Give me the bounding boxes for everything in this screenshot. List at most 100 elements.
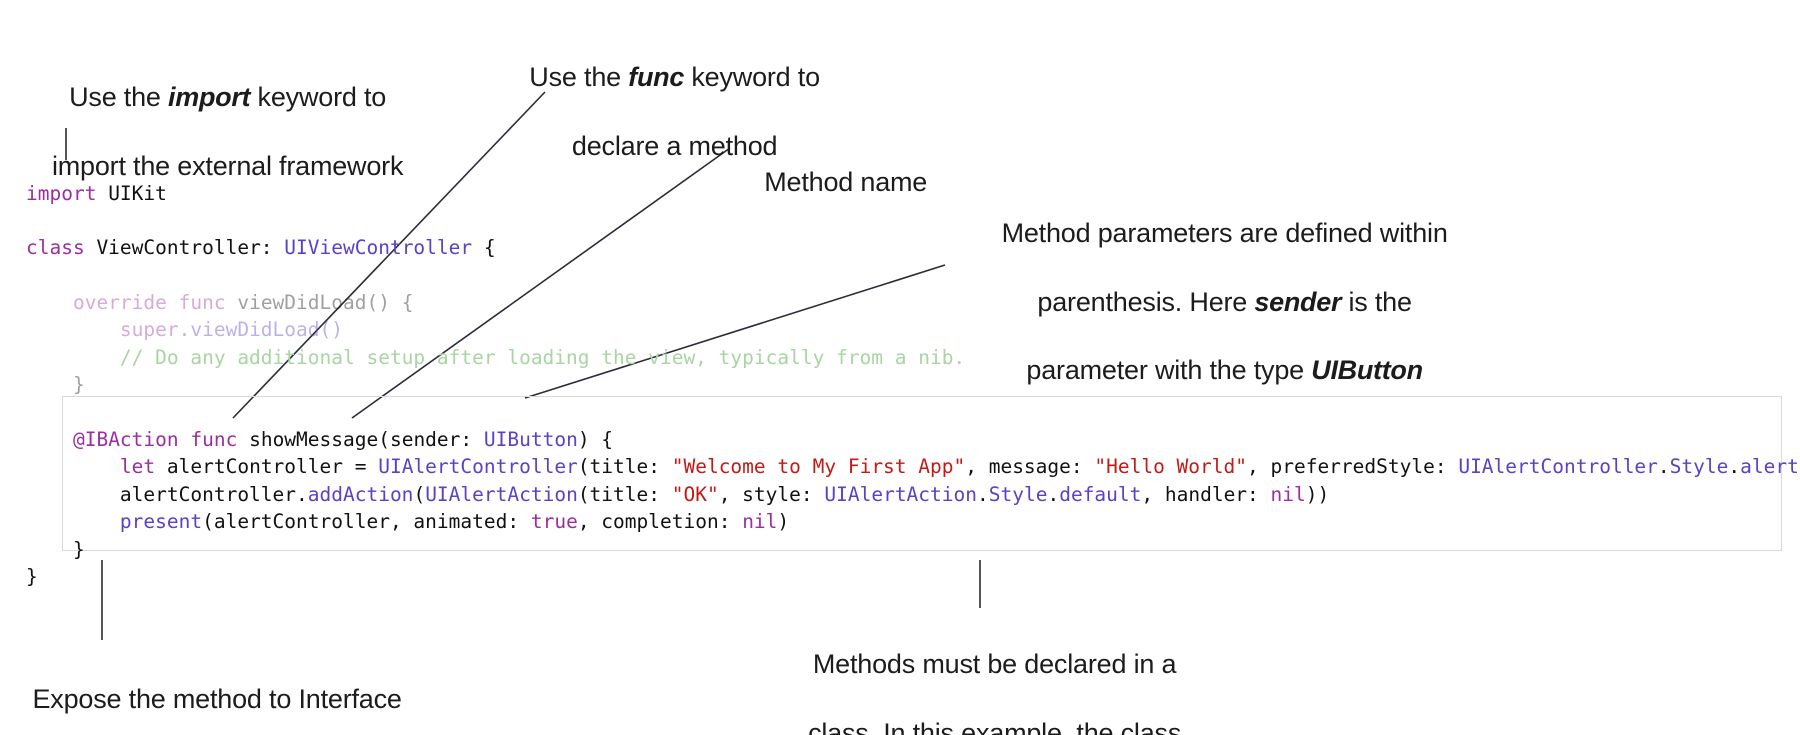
code-token: viewDidLoad() { xyxy=(225,291,414,315)
code-token: UIButton xyxy=(483,428,578,452)
code-token: nil xyxy=(1270,482,1306,506)
code-token: ) xyxy=(777,510,790,534)
code-token: } xyxy=(26,537,85,561)
code-token: , preferredStyle: xyxy=(1247,455,1459,479)
code-token xyxy=(26,318,120,341)
annotation-method-name: Method name xyxy=(735,131,1035,234)
code-token: .viewDidLoad() xyxy=(178,318,343,342)
code-line: // Do any additional setup after loading… xyxy=(26,344,1786,371)
code-line xyxy=(26,207,1786,234)
code-token: Style xyxy=(1669,455,1729,479)
code-token: true xyxy=(530,510,578,534)
code-token xyxy=(26,428,73,451)
code-token: { xyxy=(472,236,496,260)
annotation-func-keyword: func xyxy=(628,62,685,93)
code-token: // Do any additional setup after loading… xyxy=(119,345,966,369)
code-token: "Hello World" xyxy=(1094,455,1247,479)
code-token: alert xyxy=(1740,455,1799,479)
code-token: showMessage(sender: xyxy=(237,428,484,452)
code-token: UIKit xyxy=(96,181,167,205)
code-token: ViewController: xyxy=(84,236,285,260)
code-line: import UIKit xyxy=(26,180,1786,207)
code-token: . xyxy=(977,482,989,506)
code-token xyxy=(26,510,120,533)
code-token: . xyxy=(1657,455,1670,479)
code-token: super xyxy=(119,318,179,342)
annotation-class: Methods must be declared in a class. In … xyxy=(770,613,1190,735)
code-token: alertController. xyxy=(26,482,308,506)
code-token: UIViewController xyxy=(284,236,473,260)
code-token: , style: xyxy=(718,482,825,506)
code-token: (title: xyxy=(577,482,672,506)
annotation-import-keyword: import xyxy=(168,82,251,113)
code-token: UIAlertController xyxy=(1458,455,1658,479)
annotation-parameters: Method parameters are defined within par… xyxy=(955,182,1465,422)
code-token xyxy=(26,346,120,369)
code-line: present(alertController, animated: true,… xyxy=(26,508,1786,535)
code-line: alertController.addAction(UIAlertAction(… xyxy=(26,481,1786,508)
code-token: present xyxy=(119,510,203,534)
annotation-func-text-a: Use the xyxy=(529,62,629,93)
code-token: alertController = xyxy=(155,455,379,479)
annotation-func: Use the func keyword to declare a method xyxy=(495,26,825,197)
code-token: nil xyxy=(742,510,778,534)
code-line xyxy=(26,399,1786,426)
annotation-import: Use the import keyword to import the ext… xyxy=(18,46,408,217)
annotation-func-text-b: keyword to xyxy=(684,62,820,93)
code-line xyxy=(26,262,1786,289)
annotation-parameters-text-a: parenthesis. Here xyxy=(1037,286,1255,317)
code-token: , message: xyxy=(965,455,1095,479)
code-token: (title: xyxy=(577,455,672,479)
code-token xyxy=(26,455,120,478)
code-token: . xyxy=(1728,455,1741,479)
code-line: class ViewController: UIViewController { xyxy=(26,234,1786,261)
code-token: Style xyxy=(988,482,1048,506)
code-token: )) xyxy=(1305,482,1330,506)
code-token: , handler: xyxy=(1141,482,1271,506)
code-token: } xyxy=(26,373,85,397)
code-line: @IBAction func showMessage(sender: UIBut… xyxy=(26,426,1786,453)
code-token: UIAlertAction xyxy=(425,482,578,506)
code-token: UIAlertAction xyxy=(824,482,977,506)
code-line: } xyxy=(26,371,1786,398)
code-token: default xyxy=(1059,482,1142,506)
highlighted-code-box xyxy=(62,396,1782,551)
annotation-parameters-text-b: is the xyxy=(1341,286,1412,317)
annotation-method-name-text: Method name xyxy=(764,167,928,198)
code-line: } xyxy=(26,536,1786,563)
annotation-ibaction: Expose the method to Interface Builder u… xyxy=(0,648,405,735)
code-block: import UIKit class ViewController: UIVie… xyxy=(26,180,1800,591)
code-token: (alertController, animated: xyxy=(202,510,531,534)
annotation-import-text-b: keyword to xyxy=(250,82,387,113)
code-token: ) xyxy=(1799,455,1800,478)
code-token: , completion: xyxy=(577,510,743,534)
annotation-func-text-c: declare a method xyxy=(571,130,778,161)
code-line: super.viewDidLoad() xyxy=(26,316,1786,343)
annotation-ibaction-line1: Expose the method to Interface xyxy=(32,684,402,715)
code-token: addAction xyxy=(307,482,414,506)
code-line: let alertController = UIAlertController(… xyxy=(26,453,1800,480)
code-token: override func xyxy=(72,291,226,315)
code-token xyxy=(26,291,73,314)
code-token: "Welcome to My First App" xyxy=(671,455,966,479)
code-token: UIAlertController xyxy=(378,455,578,479)
code-line: override func viewDidLoad() { xyxy=(26,289,1786,316)
annotation-class-line2: class. In this example, the class xyxy=(808,717,1182,735)
code-token: "OK" xyxy=(671,482,719,506)
annotation-class-line1: Methods must be declared in a xyxy=(812,649,1177,680)
code-line: } xyxy=(26,563,1786,590)
annotation-import-text-c: import the external framework xyxy=(51,150,404,181)
code-token: . xyxy=(1047,482,1060,506)
code-token: ) { xyxy=(577,428,614,452)
code-token: } xyxy=(26,564,38,588)
code-token: let xyxy=(119,455,156,479)
annotation-parameters-emphasis-sender: sender xyxy=(1254,286,1342,317)
annotation-parameters-text-c: parameter with the type xyxy=(1026,355,1312,386)
code-token: import xyxy=(26,181,97,205)
annotation-parameters-line1: Method parameters are defined within xyxy=(1001,218,1448,249)
annotation-import-text-a: Use the xyxy=(69,82,169,113)
code-token: @IBAction func xyxy=(72,428,238,452)
code-token: class xyxy=(26,236,85,260)
annotation-parameters-emphasis-uibutton: UIButton xyxy=(1311,355,1423,386)
